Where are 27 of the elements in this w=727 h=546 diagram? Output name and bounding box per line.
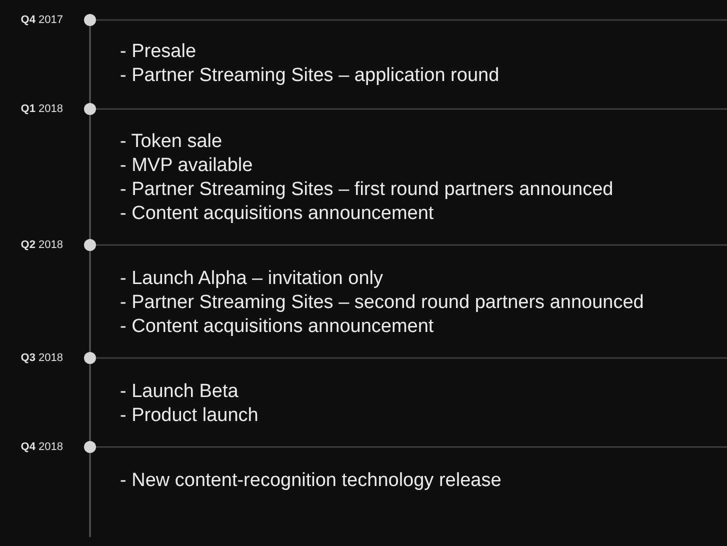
- milestone-item: - Partner Streaming Sites – application round: [120, 64, 500, 88]
- milestone-item: - Content acquisitions announcement: [120, 202, 434, 226]
- milestone-item: - Token sale: [120, 130, 222, 154]
- milestone-item: - Launch Alpha – invitation only: [120, 267, 384, 291]
- milestone-item: - Launch Beta: [120, 380, 238, 404]
- timeline-dot: [84, 14, 96, 26]
- timeline-dot: [84, 352, 96, 364]
- quarter-label: Q2 2018: [20, 238, 63, 252]
- timeline-dot: [84, 103, 96, 115]
- timeline-line: [89, 115, 91, 239]
- quarter-label: Q3 2018: [20, 351, 63, 365]
- milestone-item: - MVP available: [120, 154, 253, 178]
- milestone-item: - Presale: [120, 40, 196, 64]
- milestone-item: - Partner Streaming Sites – second round partners announced: [120, 291, 644, 315]
- timeline-line: [89, 251, 91, 352]
- milestone-item: - Content acquisitions announcement: [120, 315, 434, 339]
- quarter-label: Q4 2017: [20, 13, 63, 27]
- timeline-line: [89, 364, 91, 441]
- timeline-dot: [84, 239, 96, 251]
- quarter-label: Q4 2018: [20, 440, 63, 454]
- milestone-item: - Product launch: [120, 404, 258, 428]
- milestone-item: - New content-recognition technology release: [120, 469, 502, 493]
- quarter-label: Q1 2018: [20, 102, 63, 116]
- milestone-item: - Partner Streaming Sites – first round partners announced: [120, 178, 614, 202]
- timeline-dot: [84, 441, 96, 453]
- timeline-line: [89, 453, 91, 537]
- timeline-line: [89, 26, 91, 103]
